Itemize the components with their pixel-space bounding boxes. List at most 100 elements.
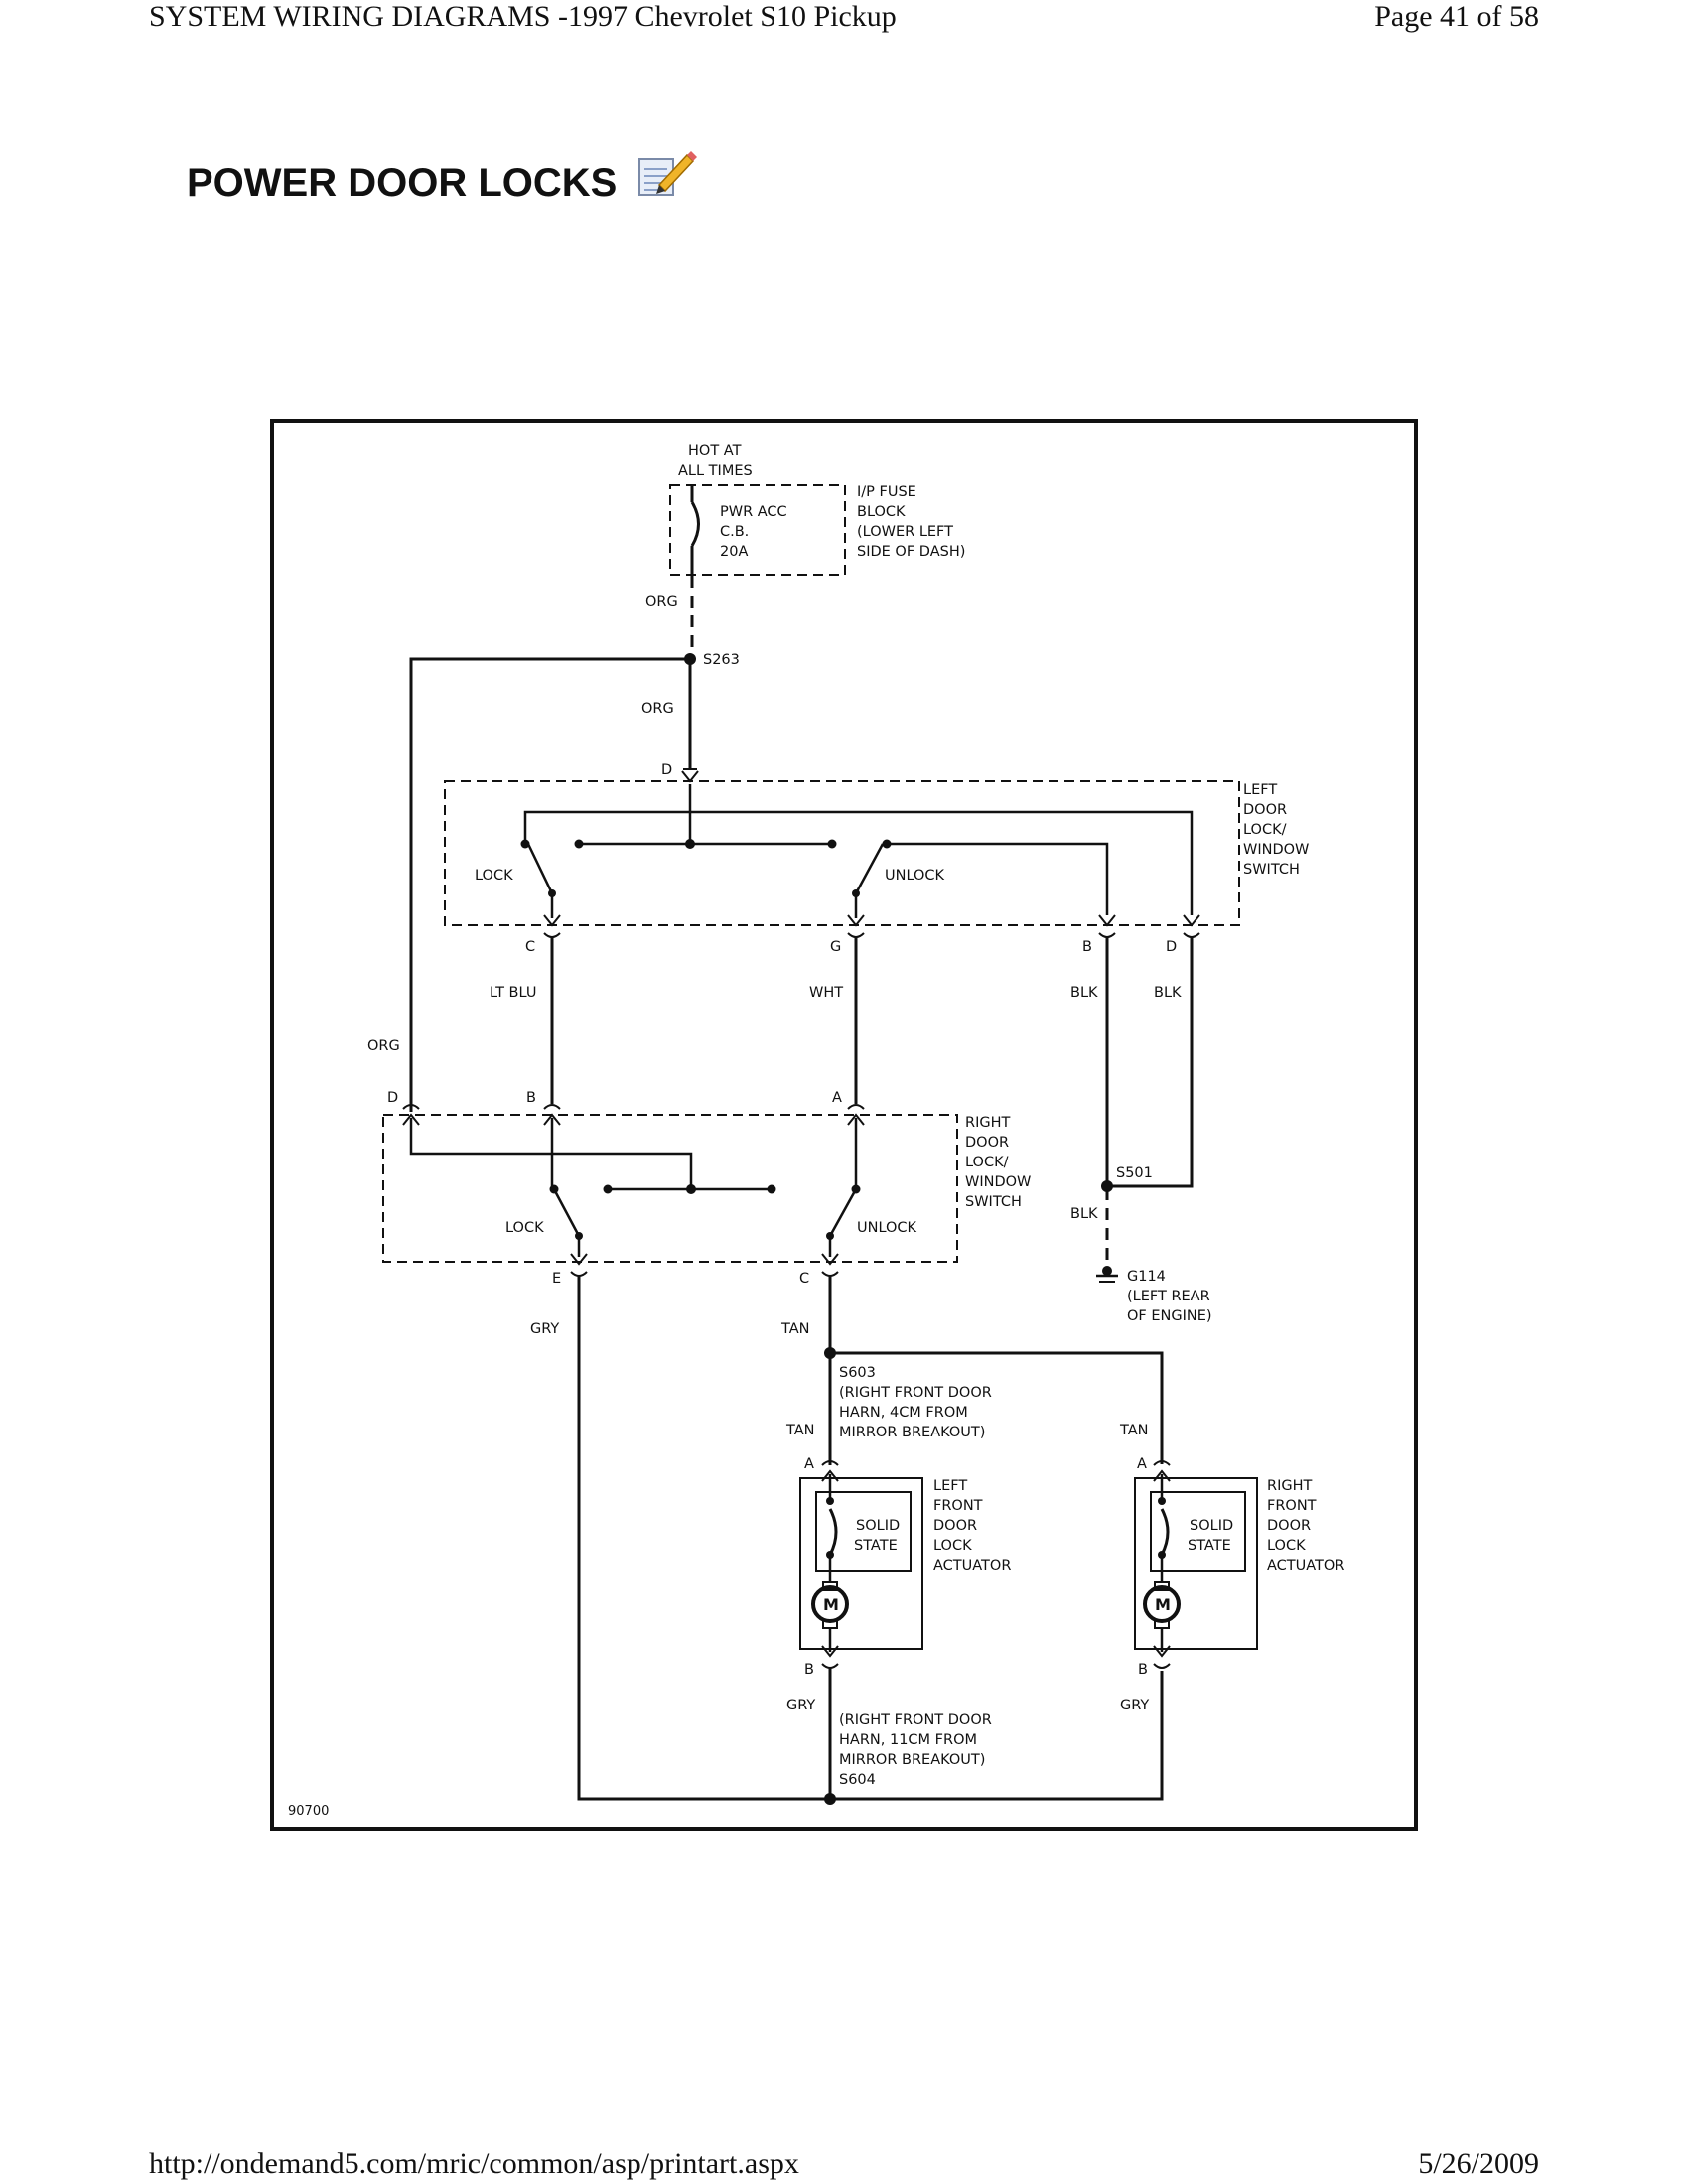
fuse-block-label-4: SIDE OF DASH) bbox=[857, 544, 965, 560]
left-actuator-pin-b: B bbox=[804, 1662, 814, 1678]
right-switch-pin-c: C bbox=[799, 1271, 809, 1287]
right-actuator-label-4: LOCK bbox=[1267, 1538, 1306, 1554]
right-switch-pin-a: A bbox=[832, 1090, 842, 1106]
breaker-label-2: C.B. bbox=[720, 524, 749, 540]
left-switch-pin-c: C bbox=[525, 939, 535, 955]
splice-s604-label-2: HARN, 11CM FROM bbox=[839, 1732, 977, 1748]
splice-s604-label-4: S604 bbox=[839, 1772, 876, 1788]
wire-org-3-label: ORG bbox=[367, 1038, 400, 1054]
right-switch-pin-e: E bbox=[552, 1271, 561, 1287]
left-solid-state-box bbox=[815, 1491, 912, 1572]
hot-at-all-times-label-1: HOT AT bbox=[688, 443, 742, 459]
wire-blk-1-label: BLK bbox=[1070, 985, 1098, 1001]
wire-wht-label: WHT bbox=[809, 985, 843, 1001]
left-switch-label-3: LOCK/ bbox=[1243, 822, 1287, 838]
right-actuator-label-5: ACTUATOR bbox=[1267, 1558, 1344, 1573]
left-switch-unlock: UNLOCK bbox=[885, 868, 945, 884]
fuse-block-box bbox=[669, 484, 846, 576]
fuse-block-label-2: BLOCK bbox=[857, 504, 906, 520]
right-motor-label: M bbox=[1155, 1595, 1171, 1614]
left-actuator-label-5: ACTUATOR bbox=[933, 1558, 1011, 1573]
left-switch-pin-top: D bbox=[661, 762, 672, 778]
footer-date: 5/26/2009 bbox=[1418, 2147, 1539, 2180]
right-actuator-box bbox=[1134, 1477, 1258, 1650]
right-actuator-label-3: DOOR bbox=[1267, 1518, 1311, 1534]
left-actuator-label-1: LEFT bbox=[933, 1478, 967, 1494]
breaker-label-1: PWR ACC bbox=[720, 504, 787, 520]
left-switch-box bbox=[444, 780, 1240, 926]
right-switch-unlock: UNLOCK bbox=[857, 1220, 917, 1236]
left-switch-pin-g: G bbox=[830, 939, 841, 955]
left-actuator-label-2: FRONT bbox=[933, 1498, 983, 1514]
right-switch-pin-b: B bbox=[526, 1090, 536, 1106]
right-switch-label-2: DOOR bbox=[965, 1135, 1009, 1151]
right-actuator-pin-b: B bbox=[1138, 1662, 1148, 1678]
page-title: POWER DOOR LOCKS bbox=[187, 161, 618, 205]
right-switch-lock: LOCK bbox=[505, 1220, 544, 1236]
right-switch-label-1: RIGHT bbox=[965, 1115, 1010, 1131]
splice-s603-label-4: MIRROR BREAKOUT) bbox=[839, 1425, 985, 1440]
left-actuator-label-4: LOCK bbox=[933, 1538, 972, 1554]
left-switch-label-1: LEFT bbox=[1243, 782, 1277, 798]
right-switch-label-3: LOCK/ bbox=[965, 1155, 1009, 1170]
right-switch-box bbox=[382, 1114, 958, 1263]
splice-s501-label: S501 bbox=[1116, 1165, 1153, 1181]
left-switch-lock: LOCK bbox=[475, 868, 513, 884]
left-actuator-pin-a: A bbox=[804, 1456, 814, 1472]
wire-org-2-label: ORG bbox=[641, 701, 674, 717]
left-switch-label-4: WINDOW bbox=[1243, 842, 1309, 858]
left-solid-state-2: STATE bbox=[854, 1538, 898, 1554]
splice-s603-label-1: S603 bbox=[839, 1365, 876, 1381]
splice-s501-dot bbox=[1101, 1180, 1113, 1192]
fuse-block-label-3: (LOWER LEFT bbox=[857, 524, 953, 540]
document-title: SYSTEM WIRING DIAGRAMS -1997 Chevrolet S… bbox=[149, 0, 897, 33]
left-actuator-box bbox=[799, 1477, 923, 1650]
left-solid-state-1: SOLID bbox=[856, 1518, 900, 1534]
edit-note-icon[interactable] bbox=[635, 149, 697, 201]
wire-gry-2-label: GRY bbox=[786, 1698, 815, 1713]
footer-url[interactable]: http://ondemand5.com/mric/common/asp/pri… bbox=[149, 2147, 799, 2180]
splice-s603-label-3: HARN, 4CM FROM bbox=[839, 1405, 968, 1421]
left-switch-pin-b: B bbox=[1082, 939, 1092, 955]
right-switch-pin-d: D bbox=[387, 1090, 398, 1106]
left-switch-pin-d: D bbox=[1166, 939, 1177, 955]
right-actuator-label-1: RIGHT bbox=[1267, 1478, 1312, 1494]
wire-tan-1-label: TAN bbox=[780, 1321, 810, 1337]
left-actuator-label-3: DOOR bbox=[933, 1518, 977, 1534]
right-switch-label-5: SWITCH bbox=[965, 1194, 1022, 1210]
splice-s263-label: S263 bbox=[703, 652, 740, 668]
diagram-id: 90700 bbox=[288, 1804, 329, 1819]
ground-label-2: (LEFT REAR bbox=[1127, 1289, 1210, 1304]
splice-s604-label-3: MIRROR BREAKOUT) bbox=[839, 1752, 985, 1768]
left-switch-label-2: DOOR bbox=[1243, 802, 1287, 818]
right-actuator-label-2: FRONT bbox=[1267, 1498, 1317, 1514]
left-motor-label: M bbox=[823, 1595, 839, 1614]
splice-s603-label-2: (RIGHT FRONT DOOR bbox=[839, 1385, 992, 1401]
right-solid-state-2: STATE bbox=[1188, 1538, 1231, 1554]
breaker-label-3: 20A bbox=[720, 544, 748, 560]
left-switch-label-5: SWITCH bbox=[1243, 862, 1300, 878]
splice-s263-dot bbox=[684, 653, 696, 665]
right-solid-state-box bbox=[1150, 1491, 1246, 1572]
wire-org-1-label: ORG bbox=[645, 594, 678, 610]
right-switch-label-4: WINDOW bbox=[965, 1174, 1031, 1190]
right-solid-state-1: SOLID bbox=[1190, 1518, 1233, 1534]
splice-s604-dot bbox=[824, 1793, 836, 1805]
fuse-block-label-1: I/P FUSE bbox=[857, 484, 916, 500]
wire-tan-3-label: TAN bbox=[1119, 1423, 1149, 1438]
ground-label-3: OF ENGINE) bbox=[1127, 1308, 1212, 1324]
ground-label-1: G114 bbox=[1127, 1269, 1166, 1285]
hot-at-all-times-label-2: ALL TIMES bbox=[678, 463, 753, 478]
wire-tan-2-label: TAN bbox=[785, 1423, 815, 1438]
splice-s603-dot bbox=[824, 1347, 836, 1359]
page-indicator: Page 41 of 58 bbox=[1374, 0, 1539, 33]
wire-ltblu-label: LT BLU bbox=[490, 985, 536, 1001]
right-actuator-pin-a: A bbox=[1137, 1456, 1147, 1472]
diagram-frame bbox=[270, 419, 1418, 1831]
wire-gry-1-label: GRY bbox=[530, 1321, 559, 1337]
wire-gry-3-label: GRY bbox=[1120, 1698, 1149, 1713]
wire-blk-3-label: BLK bbox=[1070, 1206, 1098, 1222]
ground-g114-dot bbox=[1102, 1266, 1112, 1276]
splice-s604-label-1: (RIGHT FRONT DOOR bbox=[839, 1712, 992, 1728]
